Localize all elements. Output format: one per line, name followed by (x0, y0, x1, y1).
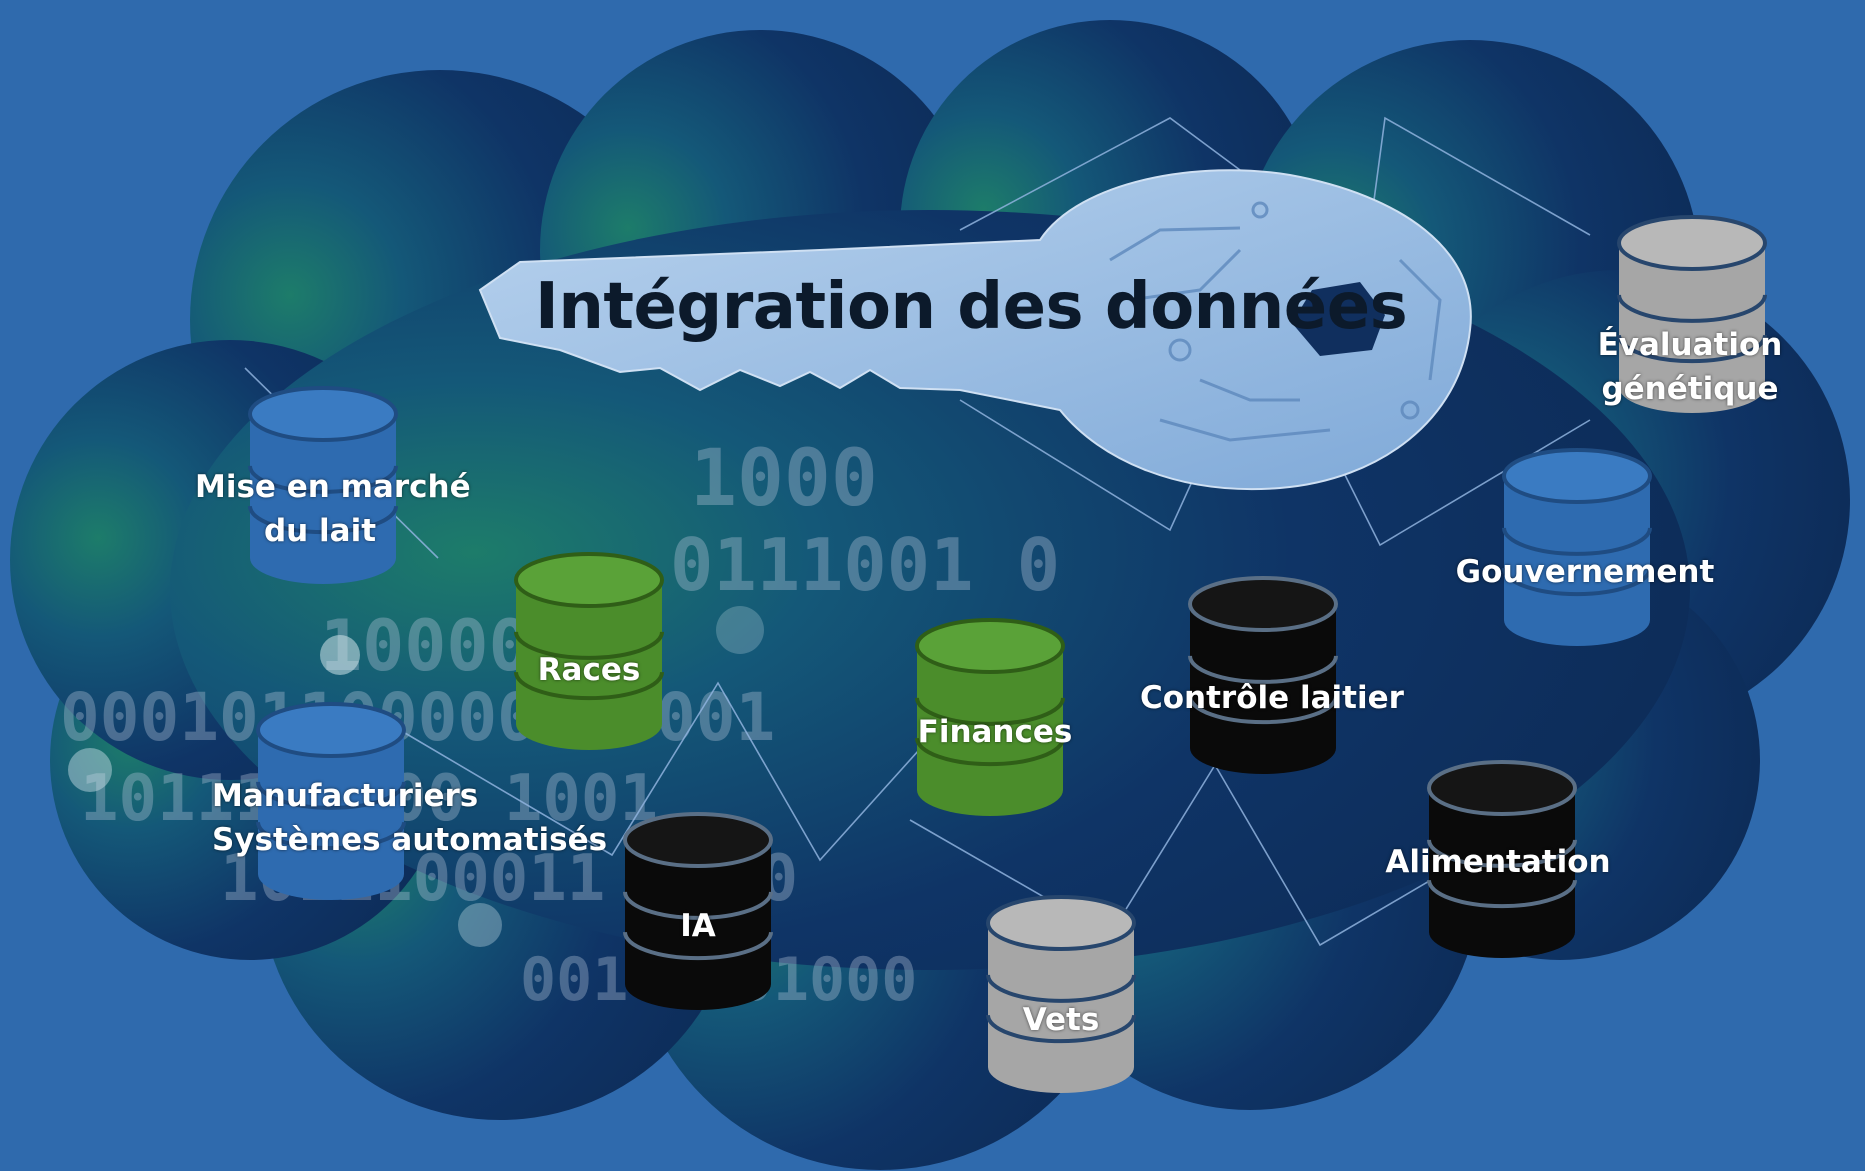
node-label-controle-laitier: Contrôle laitier (1140, 680, 1404, 716)
database-icon-ia (623, 812, 773, 1012)
node-label-ia: IA (680, 908, 716, 944)
node-label-mise-en-marche: Mise en marché du lait (195, 469, 471, 549)
database-icon-controle-laitier (1188, 576, 1338, 776)
node-label-manufacturiers: Manufacturiers Systèmes automatisés (212, 778, 608, 858)
node-label-races: Races (537, 652, 641, 688)
database-cylinder (915, 618, 1065, 816)
node-label-evaluation-genetique: Évaluation génétique (1597, 327, 1783, 407)
database-cylinder (1617, 215, 1767, 413)
database-icon-finances (915, 618, 1065, 818)
database-icon-gouvernement (1502, 448, 1652, 648)
database-cylinder (1502, 448, 1652, 646)
node-label-vets: Vets (1022, 1002, 1100, 1038)
node-label-finances: Finances (917, 714, 1073, 750)
database-icon-races (514, 552, 664, 752)
database-cylinder (1188, 576, 1338, 774)
database-icon-vets (986, 895, 1136, 1095)
database-icon-evaluation-genetique (1617, 215, 1767, 415)
binary-row: 000101100000100001 (60, 679, 775, 756)
database-cylinder (623, 812, 773, 1010)
database-cylinder (514, 552, 664, 750)
database-icon-alimentation (1427, 760, 1577, 960)
diagram-title: Intégration des données (535, 270, 1408, 344)
database-cylinder (248, 386, 398, 584)
network-glow-dots (68, 606, 764, 947)
node-label-gouvernement: Gouvernement (1455, 554, 1715, 590)
binary-row: 1000 (690, 434, 878, 524)
binary-row: 0111001 0 (670, 523, 1060, 607)
node-label-alimentation: Alimentation (1385, 844, 1611, 880)
database-icon-mise-en-marche (248, 386, 398, 586)
database-cylinder (1427, 760, 1577, 958)
key-graphic (478, 169, 1472, 490)
database-cylinder (256, 702, 406, 900)
database-icon-manufacturiers (256, 702, 406, 902)
database-cylinder (986, 895, 1136, 1093)
